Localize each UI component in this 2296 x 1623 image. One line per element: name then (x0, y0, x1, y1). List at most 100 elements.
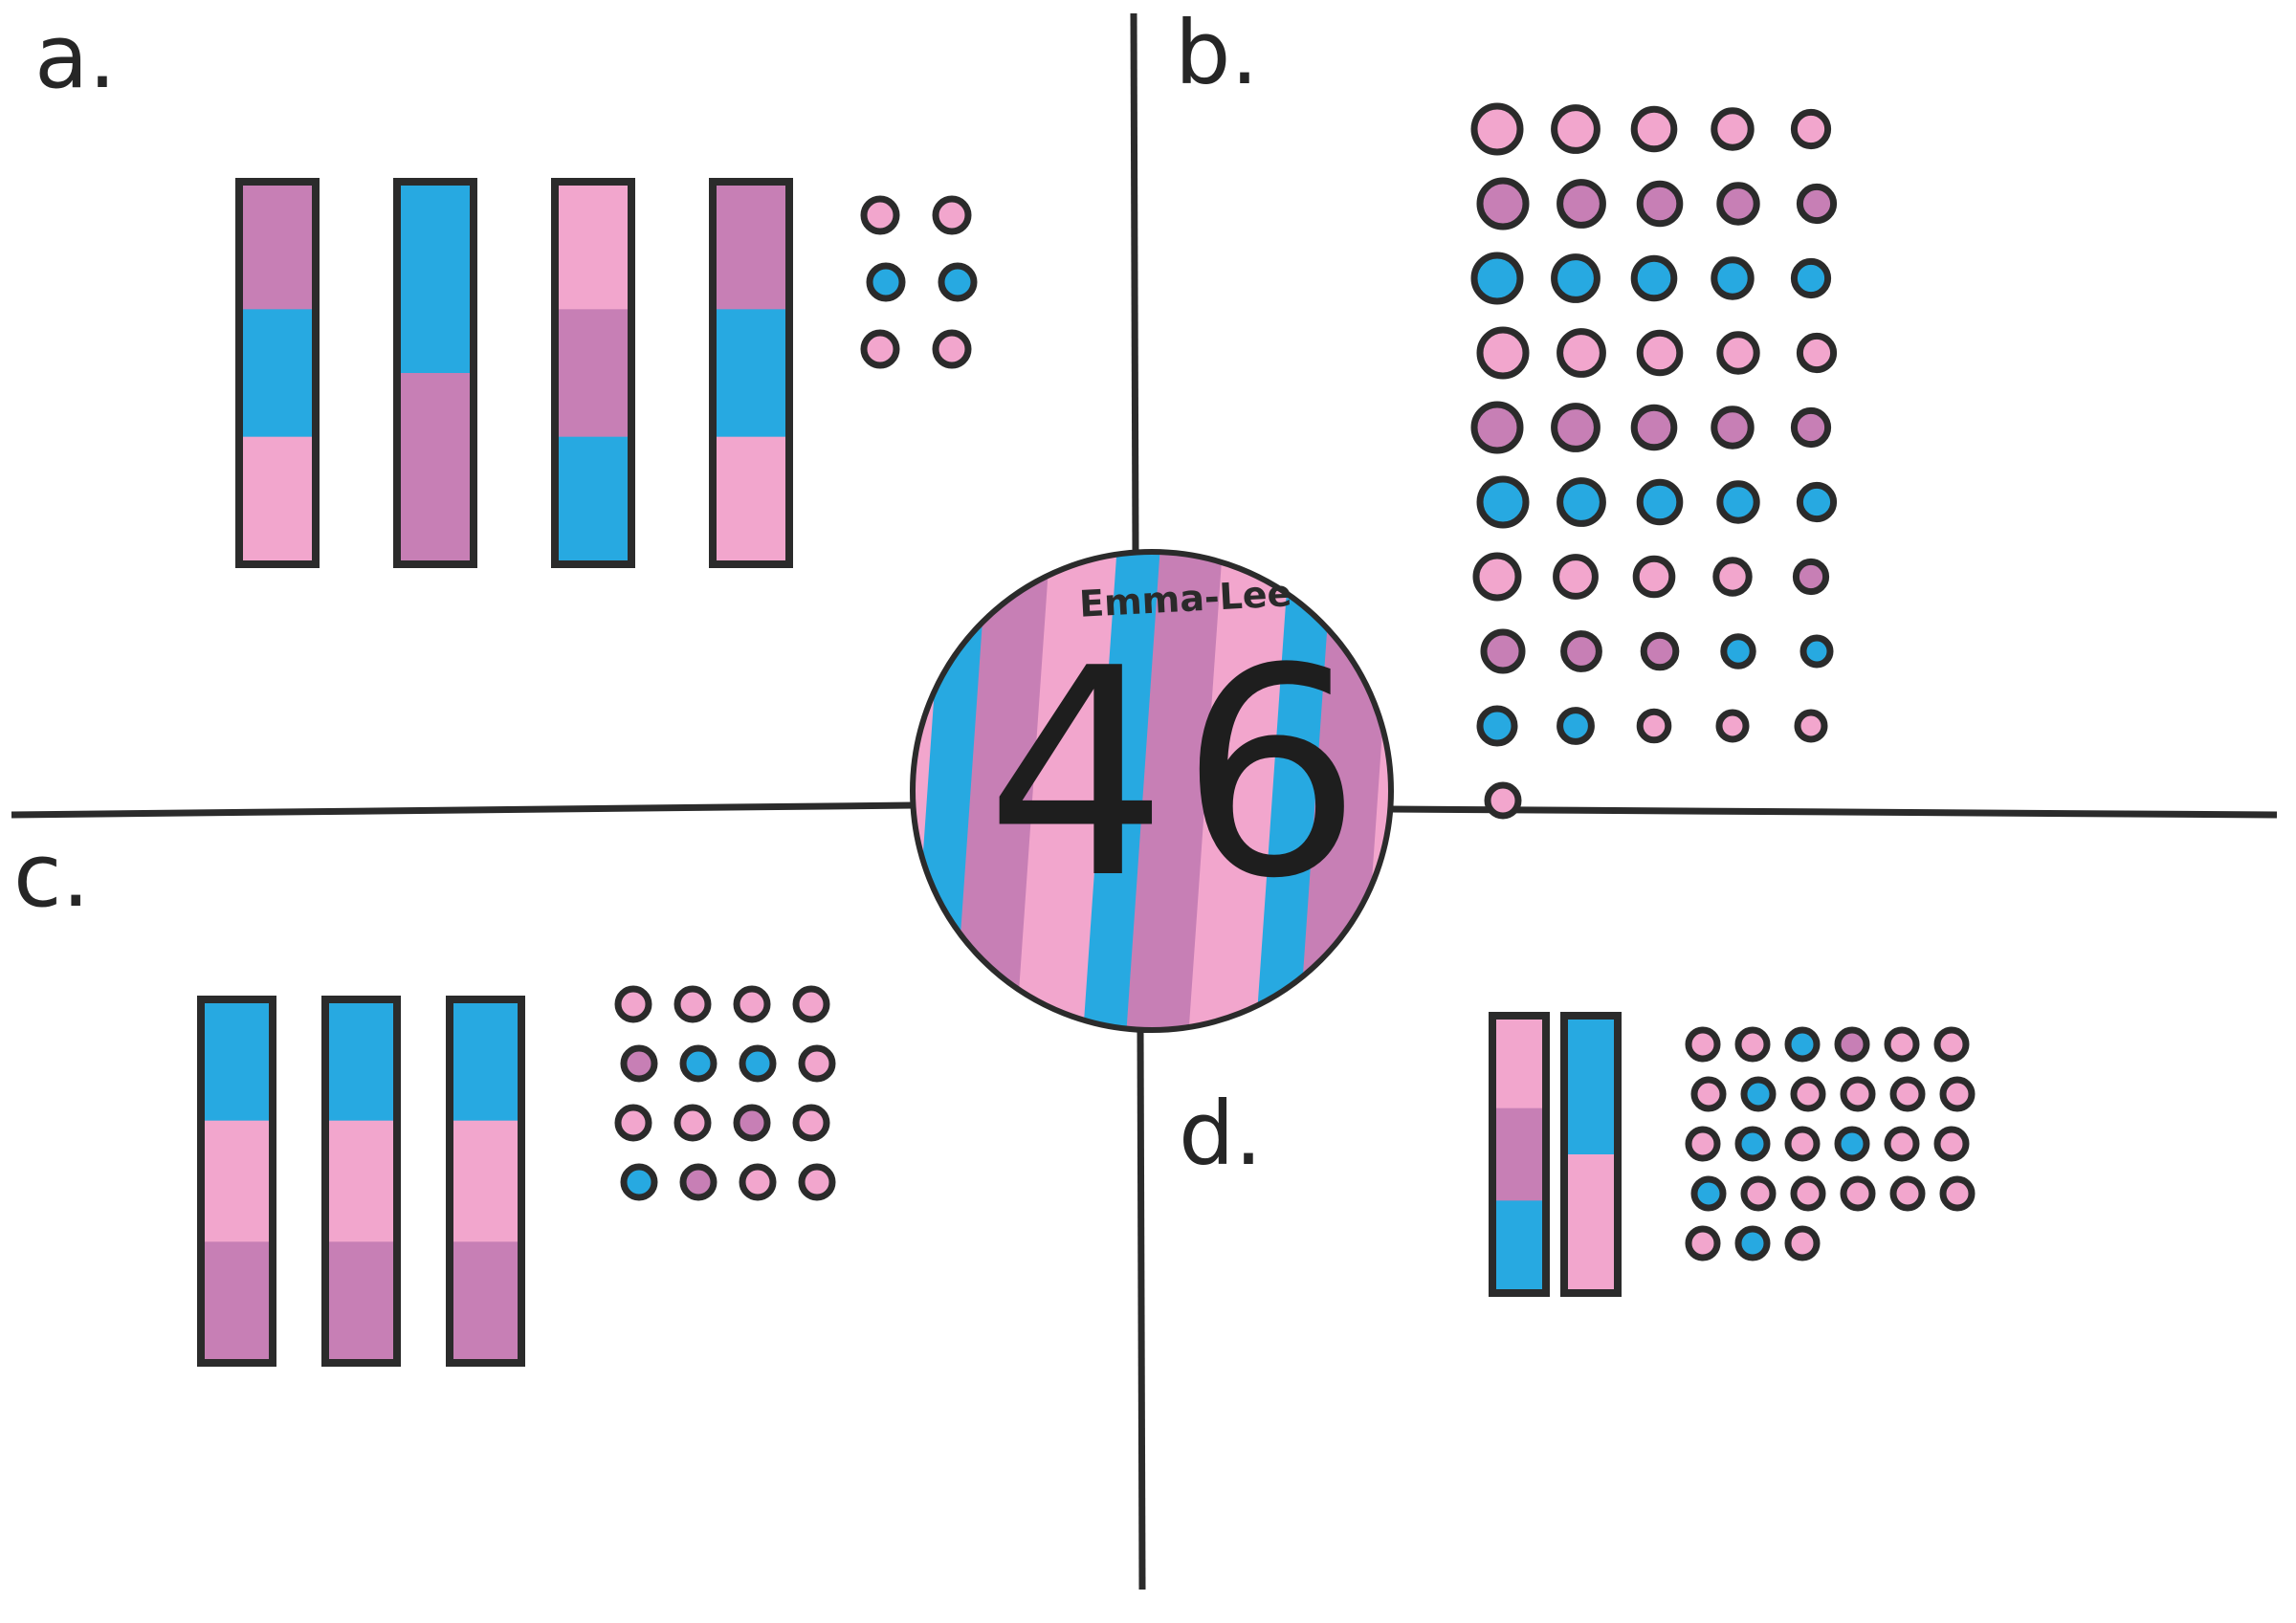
rod-segment (1492, 1200, 1546, 1294)
quadrant-dividers (11, 12, 2278, 1590)
ones-unit (1551, 104, 1601, 154)
ones-unit (1711, 256, 1755, 300)
ones-unit (1551, 403, 1601, 452)
ones-unit (1720, 633, 1756, 669)
quadrant-label-c: c. (13, 824, 90, 927)
ones-unit (1640, 631, 1680, 671)
rod-segment (325, 1241, 397, 1364)
ones-unit (1551, 253, 1601, 303)
quadrant-label-a: a. (34, 6, 117, 108)
ones-unit (1799, 634, 1834, 669)
tens-rod (197, 996, 276, 1367)
ones-unit (620, 1163, 658, 1201)
rod-segment (201, 999, 273, 1122)
rod-outline (321, 996, 401, 1367)
ones-unit (792, 1104, 830, 1142)
rod-segment (450, 1120, 521, 1242)
ones-unit (1712, 557, 1753, 597)
tens-rod (1489, 1012, 1550, 1297)
ones-unit (1794, 709, 1828, 743)
ones-unit (1470, 102, 1524, 156)
rod-segment (1564, 1154, 1618, 1294)
base-ten-blocks (197, 102, 1976, 1367)
ones-unit (1685, 1225, 1721, 1261)
ones-unit (792, 985, 830, 1023)
rod-segment (201, 1241, 273, 1364)
ones-unit (1636, 708, 1672, 744)
tens-rod (446, 996, 525, 1367)
divider-left (11, 801, 915, 819)
ones-unit (1476, 177, 1530, 230)
rod-segment (239, 436, 316, 565)
ones-unit (1734, 1126, 1771, 1162)
ones-unit (739, 1044, 777, 1083)
ones-unit (1556, 179, 1606, 229)
rod-segment (239, 182, 316, 310)
tens-rod (235, 178, 320, 568)
ones-unit (679, 1163, 718, 1201)
ones-unit (1834, 1126, 1870, 1162)
quadrant-a (235, 178, 978, 568)
ones-unit (1560, 630, 1602, 672)
ones-unit (1470, 252, 1524, 305)
rod-outline (393, 178, 477, 568)
quadrant-c (197, 985, 836, 1367)
ones-unit (1840, 1076, 1876, 1112)
divider-right (1388, 805, 2278, 819)
ones-unit (798, 1044, 836, 1083)
ones-unit (1630, 105, 1678, 153)
ones-unit (1553, 554, 1599, 600)
ones-unit (679, 1044, 718, 1083)
ones-unit (1889, 1175, 1926, 1212)
ones-unit (1884, 1026, 1920, 1063)
rod-segment (713, 436, 789, 565)
ones-unit (1734, 1225, 1771, 1261)
ones-unit (1840, 1175, 1876, 1212)
ones-unit (1784, 1026, 1821, 1063)
ones-unit (1630, 404, 1678, 451)
ones-unit (614, 985, 652, 1023)
tens-rod (551, 178, 635, 568)
divider-top (1130, 12, 1139, 554)
ones-unit (932, 329, 972, 369)
ones-unit (1939, 1076, 1976, 1112)
rod-outline (1560, 1012, 1622, 1297)
rod-segment (1564, 1016, 1618, 1155)
ones-unit (1690, 1175, 1727, 1212)
ones-unit (1476, 326, 1530, 380)
rod-segment (555, 182, 631, 310)
ones-unit (1784, 1126, 1821, 1162)
ones-unit (1630, 254, 1678, 302)
ones-unit (1711, 406, 1755, 450)
ones-unit (1790, 1076, 1826, 1112)
ones-unit (733, 985, 771, 1023)
quadrant-b (1470, 102, 1838, 820)
ones-unit (1476, 475, 1530, 529)
ones-unit (1716, 331, 1760, 375)
center-circle (896, 536, 1407, 1046)
divider-bottom (1137, 1029, 1146, 1590)
rod-segment (325, 999, 397, 1122)
tens-rod (321, 996, 401, 1367)
rod-outline (197, 996, 276, 1367)
ones-unit (1472, 552, 1522, 602)
ones-unit (798, 1163, 836, 1201)
rod-segment (713, 182, 789, 310)
ones-unit (739, 1163, 777, 1201)
rod-segment (1492, 1016, 1546, 1109)
ones-unit (860, 329, 900, 369)
ones-unit (1796, 332, 1838, 374)
ones-unit (614, 1104, 652, 1142)
ones-unit (1636, 329, 1684, 377)
ones-unit (1480, 628, 1526, 674)
ones-unit (733, 1104, 771, 1142)
rod-segment (555, 309, 631, 438)
ones-unit (1792, 558, 1830, 596)
ones-unit (1470, 401, 1524, 454)
ones-unit (1933, 1026, 1970, 1063)
ones-unit (1690, 1076, 1727, 1112)
ones-unit (1939, 1175, 1976, 1212)
ones-unit (938, 262, 978, 302)
ones-unit (1484, 781, 1522, 820)
ones-unit (1556, 477, 1606, 527)
